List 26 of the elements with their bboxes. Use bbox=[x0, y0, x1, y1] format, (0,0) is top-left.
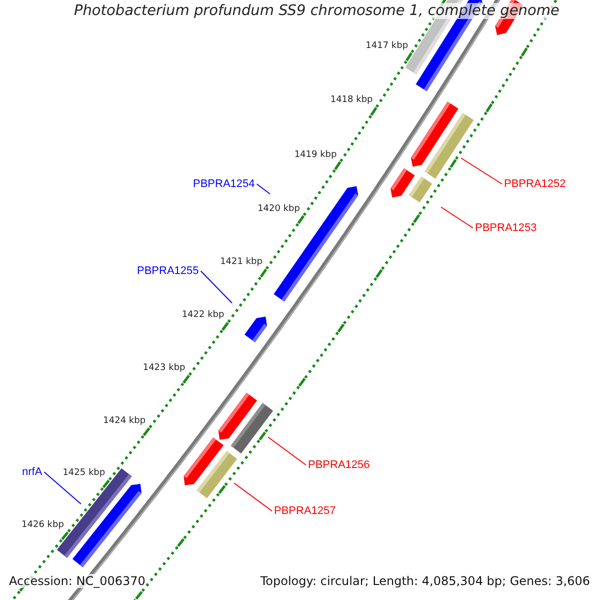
gene-label: PBPRA1256 bbox=[308, 459, 370, 471]
leader-line bbox=[440, 206, 474, 228]
gene-label: nrfA bbox=[22, 466, 42, 478]
scale-label: 1424 kbp bbox=[103, 416, 146, 426]
gene-label: PBPRA1252 bbox=[504, 178, 566, 190]
leader-line bbox=[200, 270, 232, 304]
leader-line bbox=[460, 158, 502, 184]
gene-label: PBPRA1257 bbox=[274, 505, 336, 517]
scale-label: 1419 kbp bbox=[294, 150, 337, 160]
scale-label: 1418 kbp bbox=[330, 95, 373, 106]
scale-label: 1425 kbp bbox=[62, 468, 106, 478]
leader-line bbox=[268, 436, 306, 466]
accession-text: Accession: NC_006370 bbox=[9, 574, 146, 588]
gene-label: PBPRA1255 bbox=[137, 265, 199, 277]
scale-label: 1426 kbp bbox=[22, 520, 64, 530]
leader-line bbox=[234, 482, 272, 512]
gene-label: PBPRA1253 bbox=[475, 222, 537, 234]
scale-label: 1423 kbp bbox=[142, 363, 186, 374]
gene-label: PBPRA1254 bbox=[193, 178, 255, 190]
title: Photobacterium profundum SS9 chromosome 1, complete genome bbox=[72, 3, 562, 19]
genome-info-text: Topology: circular; Length: 4,085,304 bp; Genes: 3,606 bbox=[260, 574, 590, 588]
scale-label: 1421 kbp bbox=[220, 257, 262, 268]
scale-label: 1420 kbp bbox=[258, 204, 300, 214]
scale-label: 1422 kbp bbox=[182, 310, 224, 320]
scale-label: 1417 kbp bbox=[366, 40, 408, 51]
leader-line bbox=[256, 184, 270, 194]
